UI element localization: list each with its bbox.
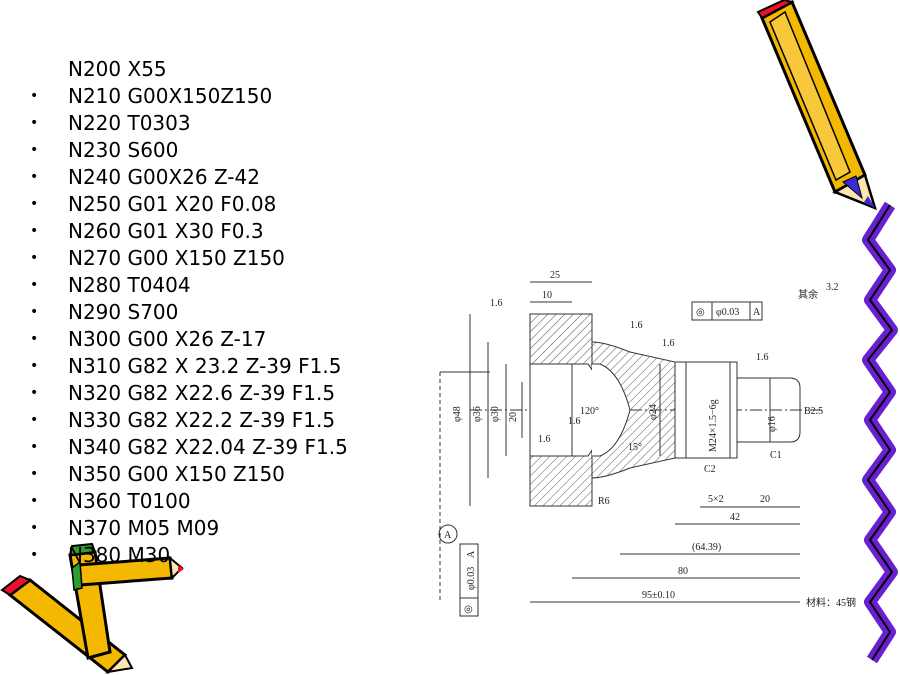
chamfer-c1: C1 xyxy=(770,450,782,461)
tol-symbol: ◎ xyxy=(696,307,705,318)
tol-value-vertical: φ0.03 xyxy=(466,567,477,590)
bullet: • xyxy=(30,223,39,239)
program-line-text: N320 G82 X22.6 Z-39 F1.5 xyxy=(68,381,336,405)
roughness-3: 1.6 xyxy=(662,338,675,349)
program-line: • N340 G82 X22.04 Z-39 F1.5 xyxy=(30,434,430,461)
bullet: • xyxy=(30,385,39,401)
program-line-text: N300 G00 X26 Z-17 xyxy=(68,327,267,351)
program-line-text: N330 G82 X22.2 Z-39 F1.5 xyxy=(68,408,336,432)
program-line: • N310 G82 X 23.2 Z-39 F1.5 xyxy=(30,353,430,380)
roughness-5: 1.6 xyxy=(568,416,581,427)
program-line: • N240 G00X26 Z-42 xyxy=(30,164,430,191)
center-b25: B2.5 xyxy=(804,406,823,417)
dim-24: φ24 xyxy=(648,404,659,420)
program-line: • N280 T0404 xyxy=(30,272,430,299)
bullet: • xyxy=(30,250,39,266)
program-line-text: N310 G82 X 23.2 Z-39 F1.5 xyxy=(68,354,342,378)
dim-25: 25 xyxy=(550,270,560,281)
tol-datum-vertical: A xyxy=(466,550,477,558)
datum-a: A xyxy=(444,530,452,541)
dim-5x2: 5×2 xyxy=(708,494,724,505)
part-drawing: 25 10 φ48 φ36 φ30 20 φ24 M24×1.5−6g φ16 … xyxy=(438,270,856,617)
dim-10: 10 xyxy=(542,290,552,301)
roughness-1: 1.6 xyxy=(490,298,503,309)
program-line: • N230 S600 xyxy=(30,137,430,164)
program-line-text: N340 G82 X22.04 Z-39 F1.5 xyxy=(68,435,348,459)
program-line-text: N200 X55 xyxy=(68,57,167,81)
program-line-text: N360 T0100 xyxy=(68,489,191,513)
roughness-2: 1.6 xyxy=(630,320,643,331)
bullet: • xyxy=(30,358,39,374)
pencil-top-right-icon xyxy=(756,0,898,664)
dim-80: 80 xyxy=(678,566,688,577)
dim-30: φ30 xyxy=(490,406,501,422)
angle-15: 15° xyxy=(628,442,642,453)
pencils-bottom-left-icon xyxy=(0,542,184,675)
program-line-text: N210 G00X150Z150 xyxy=(68,84,273,108)
program-line-text: N220 T0303 xyxy=(68,111,191,135)
dim-36: φ36 xyxy=(472,406,483,422)
bullet: • xyxy=(30,439,39,455)
program-line-text: N230 S600 xyxy=(68,138,179,162)
program-line-text: N290 S700 xyxy=(68,300,179,324)
dim-20: 20 xyxy=(508,412,519,422)
dim-42: 42 xyxy=(730,512,740,523)
radius-r6: R6 xyxy=(598,496,610,507)
bullet: • xyxy=(30,466,39,482)
program-line: • N300 G00 X26 Z-17 xyxy=(30,326,430,353)
roughness-4: 1.6 xyxy=(756,352,769,363)
program-line-text: N270 G00 X150 Z150 xyxy=(68,246,285,270)
program-line-text: N260 G01 X30 F0.3 xyxy=(68,219,264,243)
bullet: • xyxy=(30,493,39,509)
roughness-rest-label: 其余 xyxy=(798,288,818,301)
program-line: • N350 G00 X150 Z150 xyxy=(30,461,430,488)
bullet: • xyxy=(30,277,39,293)
bullet: • xyxy=(30,547,39,563)
program-line: • N210 G00X150Z150 xyxy=(30,83,430,110)
tol-datum: A xyxy=(753,307,761,318)
program-line: N200 X55 xyxy=(30,56,430,83)
program-line-text: N280 T0404 xyxy=(68,273,191,297)
program-line: • N260 G01 X30 F0.3 xyxy=(30,218,430,245)
program-line-text: N380 M30 xyxy=(68,543,171,567)
program-line: • N270 G00 X150 Z150 xyxy=(30,245,430,272)
program-line: • N370 M05 M09 xyxy=(30,515,430,542)
bullet: • xyxy=(30,520,39,536)
bullet: • xyxy=(30,304,39,320)
cnc-program-list: N200 X55 • N210 G00X150Z150 • N220 T0303 • N23… xyxy=(30,56,430,569)
dim-20-right: 20 xyxy=(760,494,770,505)
bullet: • xyxy=(30,412,39,428)
program-line: • N330 G82 X22.2 Z-39 F1.5 xyxy=(30,407,430,434)
tol-value: φ0.03 xyxy=(716,307,739,318)
roughness-6: 1.6 xyxy=(538,434,551,445)
program-line-text: N350 G00 X150 Z150 xyxy=(68,462,285,486)
angle-120: 120° xyxy=(580,406,599,417)
chamfer-c2: C2 xyxy=(704,464,716,475)
dim-95: 95±0.10 xyxy=(642,590,675,601)
material-note: 材料：45钢 xyxy=(806,596,856,609)
program-line: • N250 G01 X20 F0.08 xyxy=(30,191,430,218)
program-line-text: N370 M05 M09 xyxy=(68,516,220,540)
program-line: • N380 M30 xyxy=(30,542,430,569)
program-line: • N360 T0100 xyxy=(30,488,430,515)
dim-16: φ16 xyxy=(767,416,778,432)
program-line-text: N250 G01 X20 F0.08 xyxy=(68,192,277,216)
bullet: • xyxy=(30,169,39,185)
dim-48: φ48 xyxy=(452,406,463,422)
dim-6439: (64.39) xyxy=(692,542,721,553)
program-line: • N320 G82 X22.6 Z-39 F1.5 xyxy=(30,380,430,407)
tol-symbol-vertical: ◎ xyxy=(464,604,473,615)
bullet: • xyxy=(30,196,39,212)
bullet: • xyxy=(30,115,39,131)
bullet: • xyxy=(30,331,39,347)
bullet: • xyxy=(30,142,39,158)
dim-thread: M24×1.5−6g xyxy=(708,399,719,452)
program-line-text: N240 G00X26 Z-42 xyxy=(68,165,260,189)
bullet: • xyxy=(30,88,39,104)
program-line: • N290 S700 xyxy=(30,299,430,326)
program-line: • N220 T0303 xyxy=(30,110,430,137)
roughness-rest-value: 3.2 xyxy=(826,282,839,293)
